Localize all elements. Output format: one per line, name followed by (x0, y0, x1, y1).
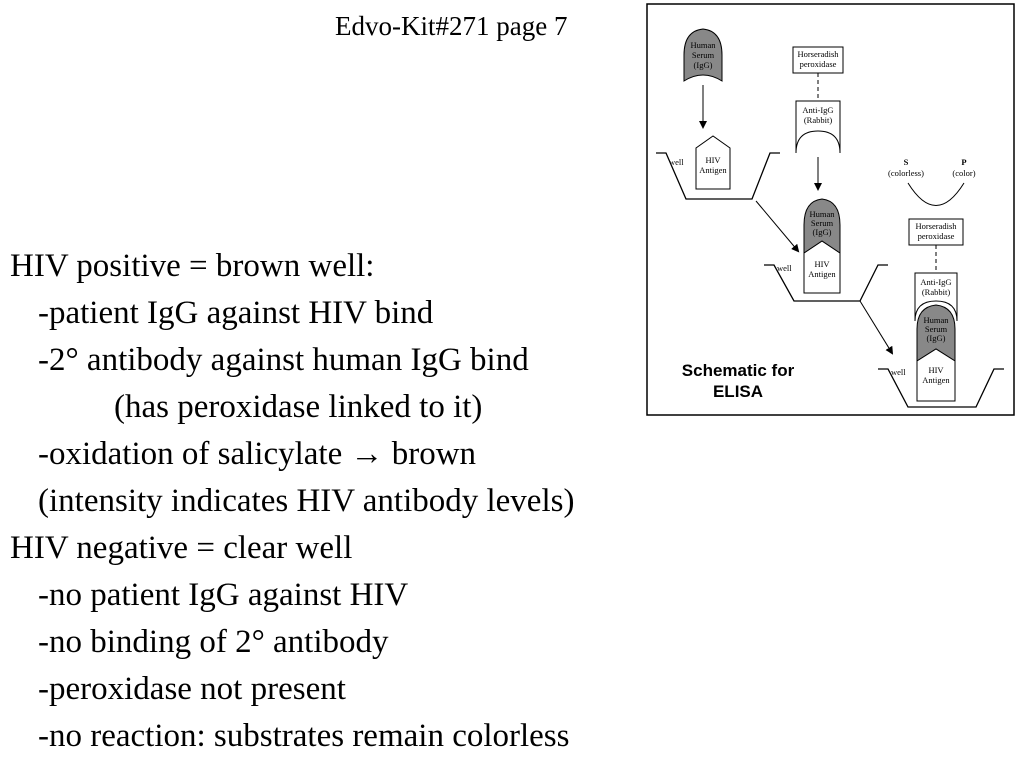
stage2-serum-label-1: Human (809, 209, 835, 219)
stage2-serum-label-2: Serum (811, 218, 834, 228)
stage2-antigen-label: Antigen (808, 269, 836, 279)
stage2-hrp-label-2: peroxidase (800, 59, 837, 69)
reaction-curve (907, 182, 965, 206)
bullet-no-patient-igg: -no patient IgG against HIV (38, 577, 409, 613)
stage2-well-label: well (777, 263, 792, 273)
intensity-note: (intensity indicates HIV antibody levels… (38, 483, 575, 519)
stage3-substrate: S P (colorless) (color) (888, 157, 976, 206)
stage2-conjugate: Horseradish peroxidase Anti-IgG (Rabbit) (792, 46, 844, 154)
stage3-hrp-label-2: peroxidase (918, 231, 955, 241)
stage3-serum-label-2: Serum (925, 324, 948, 334)
product-p-letter: P (961, 157, 966, 167)
elisa-diagram: Human Serum (IgG) well HIV Antigen Horse… (646, 3, 1015, 416)
hiv-positive-heading: HIV positive = brown well: (10, 248, 375, 284)
slide-body: HIV positive = brown well: -patient IgG … (10, 243, 574, 760)
stage2-anti-igg-label-1: Anti-IgG (802, 105, 833, 115)
stage1-well: well HIV Antigen (656, 135, 780, 200)
stage3-well: Horseradish peroxidase Anti-IgG (Rabbit)… (878, 218, 1004, 408)
stage1-hiv-label: HIV (705, 155, 721, 165)
stage1-antigen-label: Antigen (699, 165, 727, 175)
stage1-well-label: well (669, 157, 684, 167)
stage1-serum-label-1: Human (690, 40, 716, 50)
stage2-well: Human Serum (IgG) well HIV Antigen (764, 198, 888, 302)
bullet-no-binding: -no binding of 2° antibody (38, 624, 389, 660)
hiv-negative-heading: HIV negative = clear well (10, 530, 353, 566)
stage3-anti-igg-label-1: Anti-IgG (920, 277, 951, 287)
stage2-anti-igg-label-2: (Rabbit) (804, 115, 832, 125)
stage2-hiv-label: HIV (814, 259, 830, 269)
bullet-patient-igg-bind: -patient IgG against HIV bind (38, 295, 434, 331)
figure-title-line1: Schematic for (682, 361, 795, 380)
stage3-hiv-label: HIV (928, 365, 944, 375)
substrate-s-letter: S (904, 157, 909, 167)
stage1-human-serum: Human Serum (IgG) (683, 28, 723, 82)
page-header: Edvo-Kit#271 page 7 (335, 11, 568, 41)
stage2-hrp-label-1: Horseradish (797, 49, 839, 59)
stage3-well-label: well (891, 367, 906, 377)
figure-title-line2: ELISA (713, 382, 763, 401)
peroxidase-note: (has peroxidase linked to it) (114, 389, 483, 425)
stage1-serum-label-2: Serum (692, 50, 715, 60)
stage3-hrp-label-1: Horseradish (915, 221, 957, 231)
stage3-anti-igg-label-2: (Rabbit) (922, 287, 950, 297)
substrate-colorless-label: (colorless) (888, 168, 924, 178)
stage3-serum-label-1: Human (923, 315, 949, 325)
bullet-secondary-antibody-bind: -2° antibody against human IgG bind (38, 342, 529, 378)
stage3-antigen-label: Antigen (922, 375, 950, 385)
bullet-oxidation: -oxidation of salicylate → brown (38, 436, 477, 472)
stage3-serum-label-3: (IgG) (927, 333, 946, 343)
product-color-label: (color) (952, 168, 975, 178)
stage2-to-stage3-arrow (859, 300, 894, 355)
stage1-serum-label-3: (IgG) (694, 60, 713, 70)
stage2-serum-label-3: (IgG) (813, 227, 832, 237)
bullet-no-reaction: -no reaction: substrates remain colorles… (38, 718, 570, 754)
elisa-schematic-figure: Human Serum (IgG) well HIV Antigen Horse… (646, 3, 1016, 417)
bullet-no-peroxidase: -peroxidase not present (38, 671, 346, 707)
stage1-to-stage2-arrow (755, 200, 800, 253)
